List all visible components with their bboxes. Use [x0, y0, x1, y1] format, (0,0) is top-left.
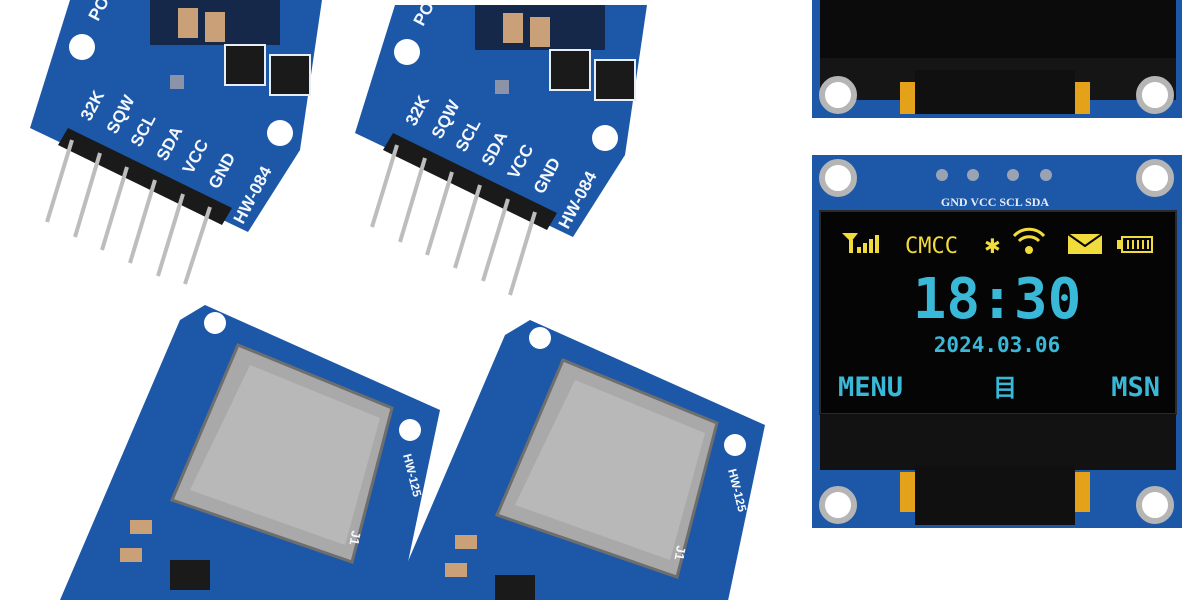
connector-label: J1	[672, 544, 689, 561]
oled-module-main: GND VCC SCL SDA CMCC ✱ 18:30 2024.03.06 …	[812, 155, 1182, 528]
rtc-module-1: 32K SQW SCL SDA VCC GND HW-084 PO	[29, 0, 323, 285]
signal-icon	[842, 233, 879, 253]
msn-softkey: MSN	[1111, 372, 1160, 403]
header-pins	[45, 139, 212, 285]
mail-icon	[1067, 233, 1103, 254]
rtc-module-2: 32K SQW SCL SDA VCC GND HW-084 PO	[354, 0, 648, 296]
sd-module-2: HW-125 J1	[383, 318, 767, 600]
connector-label: J1	[347, 529, 364, 546]
oled-module-top	[812, 0, 1182, 118]
pin-labels: GND VCC SCL SDA	[941, 195, 1049, 209]
carrier-label: CMCC	[905, 234, 958, 259]
clock-date: 2024.03.06	[934, 333, 1060, 357]
header-pins	[370, 144, 537, 296]
menu-softkey: MENU	[838, 372, 903, 403]
battery-icon	[1117, 236, 1153, 253]
bluetooth-icon: ✱	[984, 234, 1001, 258]
wifi-icon	[1012, 227, 1046, 254]
center-icon: 目	[993, 374, 1017, 402]
solder-pads	[936, 169, 1052, 181]
clock-time: 18:30	[913, 267, 1082, 332]
sd-module-1: HW-125 J1	[58, 303, 442, 600]
